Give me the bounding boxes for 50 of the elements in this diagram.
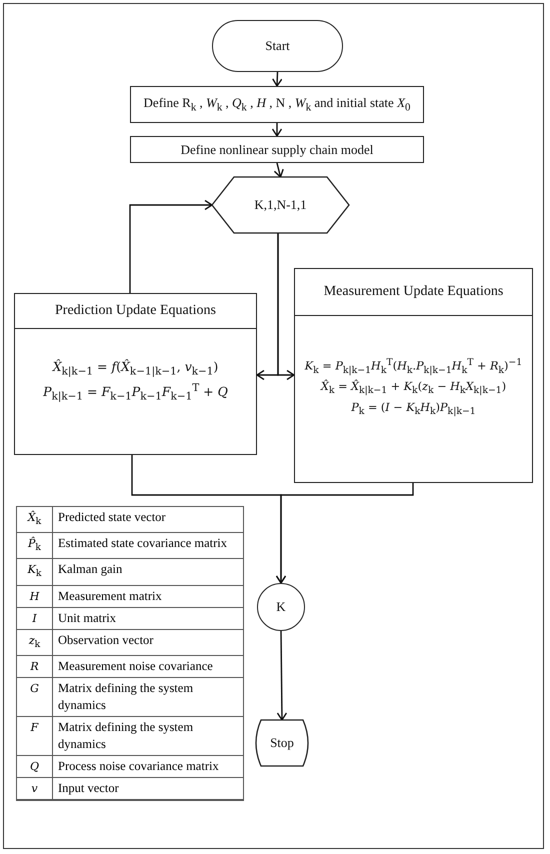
process-box <box>130 136 424 163</box>
symbol-cell: P̂$_{k}$ <box>17 533 53 560</box>
node-label: Start <box>264 38 291 54</box>
description-cell: Observation vector <box>53 630 243 656</box>
node-label: Define nonlinear supply chain model <box>180 142 374 158</box>
process-box <box>130 86 424 123</box>
symbol-cell: X̂$_{k}$ <box>17 507 53 534</box>
description-cell: Unit matrix <box>53 608 243 630</box>
arrow <box>277 233 295 380</box>
description-cell: Measurement matrix <box>53 586 243 608</box>
equation: X̂$_{k}$ = X̂$_{k|k−1}$ + K$_{k}$(z$_{k}$ − H$_{k}$X$_{k|k−1}$) <box>320 378 506 399</box>
symbol-cell: K$_{k}$ <box>17 559 53 586</box>
description-cell: Matrix defining the system dynamics <box>53 678 243 717</box>
symbol-cell: v <box>17 778 53 800</box>
connector-circle <box>257 583 305 631</box>
arrow <box>272 72 282 87</box>
node-label: Stop <box>269 735 295 751</box>
node-label: K <box>275 599 287 615</box>
arrow <box>272 123 282 137</box>
description-cell: Matrix defining the system dynamics <box>53 716 243 756</box>
start-terminal <box>212 20 343 72</box>
symbol-cell: I <box>17 608 53 630</box>
description-cell: Predicted state vector <box>53 507 243 534</box>
symbol-cell: Q <box>17 756 53 778</box>
description-cell: Input vector <box>53 778 243 800</box>
equation: X̂$_{k|k−1}$ = f(X̂$_{k−1|k−1}$, v$_{k−1}$) <box>52 358 218 380</box>
description-cell: Process noise covariance matrix <box>53 756 243 778</box>
equation-panel <box>294 268 533 483</box>
panel-heading: Measurement Update Equations <box>324 284 504 300</box>
equation: P$_{k|k−1}$ = F$_{k−1}$P$_{k−1}$F$_{k−1}$$^{T}$ + Q <box>43 380 228 404</box>
symbol-cell: G <box>17 678 53 717</box>
arrow <box>129 200 213 293</box>
symbol-cell: F <box>17 716 53 756</box>
arrow <box>276 483 414 584</box>
symbol-cell: H <box>17 586 53 608</box>
description-cell: Kalman gain <box>53 559 243 586</box>
stop-terminal <box>253 720 311 766</box>
loop-hexagon <box>212 177 349 233</box>
node-label: K,1,N-1,1 <box>253 197 308 213</box>
symbol-cell: z$_{k}$ <box>17 630 53 656</box>
description-cell: Estimated state covariance matrix <box>53 533 243 560</box>
panel-heading: Prediction Update Equations <box>55 303 216 319</box>
equation: K$_{k}$ = P$_{k|k−1}$H$_{k}$$^{T}$(H$_{k}$.P$_{k|k−1}$H$_{k}$$^{T}$ + R$_{k}$)$^{−1}$ <box>304 356 522 378</box>
node-label: Define R$_{k}$ , W$_{k}$ , Q$_{k}$ , H , N , W$_{k}$ and initial state X$_{0}$ <box>142 94 412 114</box>
description-cell: Measurement noise covariance <box>53 656 243 678</box>
equation-panel <box>14 293 257 455</box>
symbol-cell: R <box>17 656 53 678</box>
arrow <box>274 162 284 178</box>
arrow <box>276 631 288 721</box>
equation: P$_{k}$ = (I − K$_{k}$H$_{k}$)P$_{k|k−1}$ <box>351 400 476 420</box>
